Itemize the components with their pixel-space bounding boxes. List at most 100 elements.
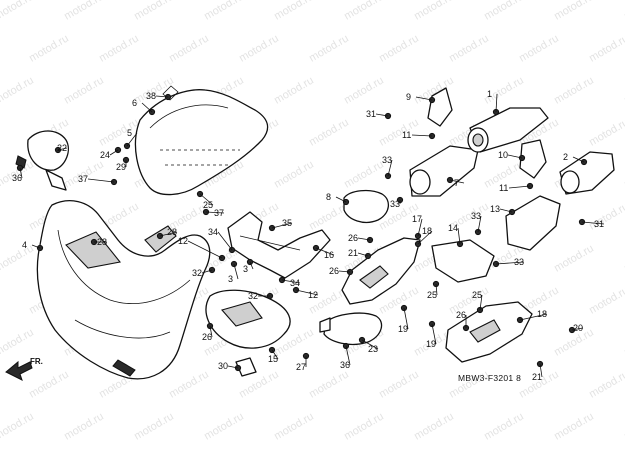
callout-c21b: 21 — [532, 372, 542, 382]
callout-c32a: 32 — [192, 268, 202, 278]
leader-line-c7 — [449, 179, 465, 184]
leader-line-c11a — [411, 134, 433, 137]
callout-c32b: 32 — [248, 291, 258, 301]
leader-line-c19b — [431, 323, 437, 345]
watermark-text: motod.ru — [272, 74, 316, 106]
watermark-text: motod.ru — [377, 368, 421, 400]
callout-c33b: 33 — [390, 199, 400, 209]
callout-c17: 17 — [412, 214, 422, 224]
leader-line-c25a — [199, 193, 214, 206]
callout-c11b: 11 — [499, 183, 508, 193]
side-cover-15 — [205, 289, 291, 349]
callout-c37a: 37 — [78, 174, 88, 184]
leader-line-c5 — [126, 132, 138, 147]
watermark-text: motod.ru — [27, 368, 71, 400]
watermark-text: motod.ru — [0, 242, 36, 274]
bracket-10 — [519, 139, 547, 179]
windscreen — [134, 85, 269, 196]
leader-line-c22 — [57, 147, 68, 151]
watermark-text: motod.ru — [307, 116, 351, 148]
watermark-text: motod.ru — [482, 410, 526, 442]
watermark-text: motod.ru — [97, 32, 141, 64]
leader-line-c19a — [403, 307, 409, 330]
watermark-text: motod.ru — [482, 0, 526, 23]
leader-line-c17 — [417, 218, 423, 237]
watermark-text: motod.ru — [62, 74, 106, 106]
watermark-text: motod.ru — [342, 158, 386, 190]
watermark-text: motod.ru — [552, 410, 596, 442]
leader-line-c24 — [109, 149, 119, 156]
leader-line-c37b — [205, 211, 225, 214]
leader-line-c20 — [571, 327, 584, 331]
duct-1 — [467, 107, 549, 153]
callout-c25b: 25 — [427, 290, 437, 300]
leader-line-c26b — [357, 237, 371, 241]
leader-line-c21b — [539, 363, 543, 378]
callout-c33d: 33 — [514, 257, 524, 267]
mirror — [15, 130, 69, 191]
watermark-text: motod.ru — [0, 326, 36, 358]
leader-line-c1 — [495, 93, 498, 113]
watermark-text: motod.ru — [307, 368, 351, 400]
callout-c9: 9 — [406, 92, 411, 102]
callout-c26d: 26 — [456, 310, 466, 320]
callout-c2: 2 — [563, 152, 568, 162]
leader-line-c26a — [209, 325, 213, 338]
leader-line-c33a — [387, 159, 393, 177]
callout-c4: 4 — [22, 240, 27, 250]
leader-line-c26c — [338, 270, 351, 273]
watermark-text: motod.ru — [587, 284, 625, 316]
turn-signal-23 — [319, 312, 383, 346]
callout-c7: 7 — [454, 178, 459, 188]
leader-line-c33d — [495, 261, 525, 265]
leader-line-c18b — [519, 313, 548, 321]
inner-panel-14 — [431, 239, 495, 283]
callout-c18b: 18 — [537, 309, 547, 319]
callout-c27: 27 — [296, 362, 306, 372]
callout-c22: 22 — [57, 143, 67, 153]
callout-c33c: 33 — [471, 211, 481, 221]
duct-7 — [409, 145, 479, 197]
leader-line-c4 — [31, 244, 41, 249]
callout-c35: 35 — [282, 218, 292, 228]
watermark-text: motod.ru — [377, 116, 421, 148]
watermark-text: motod.ru — [167, 32, 211, 64]
callout-c13: 13 — [490, 204, 500, 214]
leader-line-c18a — [417, 230, 433, 245]
watermark-text: motod.ru — [0, 0, 36, 23]
leader-line-c3a — [233, 263, 239, 280]
callout-c36a: 36 — [12, 173, 22, 183]
callout-c28a: 28 — [97, 237, 107, 247]
leader-line-c36a — [19, 167, 23, 179]
watermark-text: motod.ru — [132, 0, 176, 23]
callout-c3b: 3 — [243, 264, 248, 274]
leader-line-c14 — [457, 227, 461, 245]
callout-c26b: 26 — [348, 233, 358, 243]
callout-c37b: 37 — [214, 208, 224, 218]
watermark-text: motod.ru — [97, 116, 141, 148]
fastener-c13 — [508, 208, 516, 216]
duct-2 — [559, 151, 615, 195]
leader-line-c8 — [335, 196, 347, 203]
watermark-text: motod.ru — [0, 410, 36, 442]
callout-c34a: 34 — [208, 227, 218, 237]
callout-c25c: 25 — [472, 290, 482, 300]
leader-line-c9 — [415, 96, 433, 101]
callout-c10: 10 — [498, 150, 508, 160]
leader-line-c11b — [508, 185, 531, 189]
leader-line-c35 — [271, 222, 293, 229]
callout-c34b: 34 — [290, 278, 300, 288]
leader-line-c25c — [479, 294, 483, 311]
watermark-text: motod.ru — [587, 200, 625, 232]
callout-c24: 24 — [100, 150, 110, 160]
leader-line-c12b — [295, 289, 319, 296]
leader-line-c6 — [141, 102, 153, 113]
watermark-text: motod.ru — [622, 0, 625, 23]
leader-line-c15 — [271, 349, 279, 360]
watermark-text: motod.ru — [342, 410, 386, 442]
leader-line-c31a — [375, 113, 389, 117]
callout-c12a: 12 — [178, 236, 188, 246]
leader-line-c2 — [572, 156, 585, 163]
